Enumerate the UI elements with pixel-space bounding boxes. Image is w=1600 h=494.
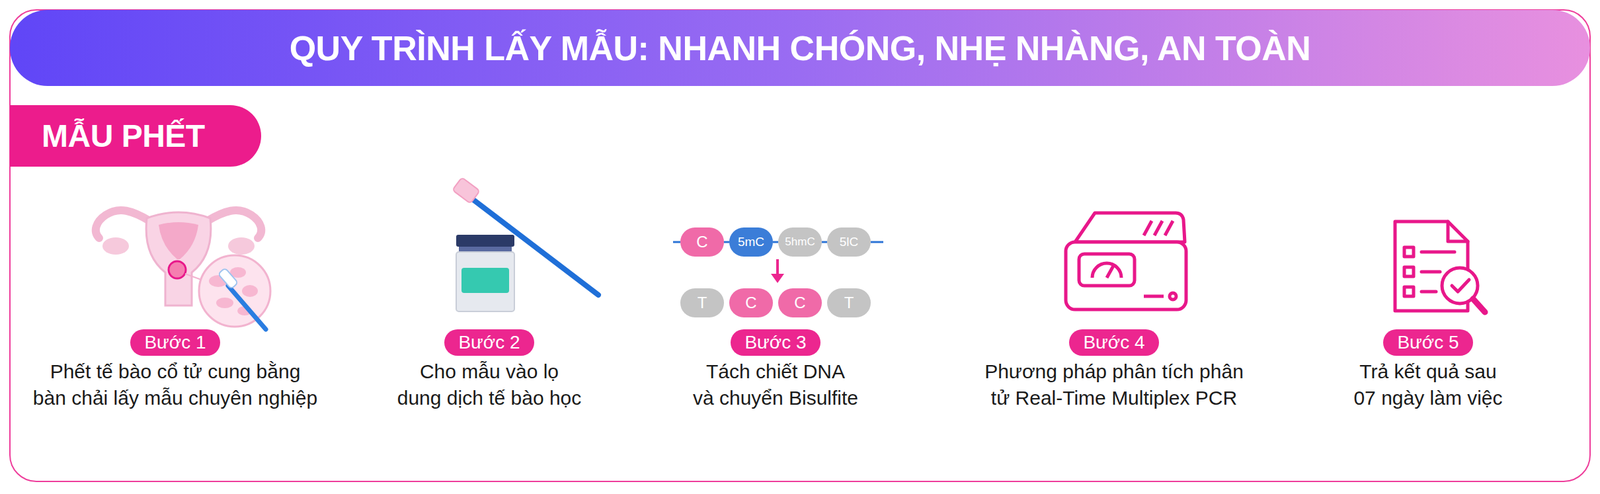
- nucleotide-pill: T: [680, 288, 724, 318]
- vial-ridge: [458, 246, 512, 252]
- dna-strand: [772, 241, 779, 244]
- gauge-needle: [1106, 265, 1114, 278]
- step-description: Phết tế bào cổ tử cung bằng bàn chải lấy…: [19, 358, 331, 412]
- nucleotide-pill: 5mC: [729, 227, 773, 257]
- checkbox: [1404, 286, 1414, 297]
- cervix-marker: [168, 261, 186, 279]
- nucleotide-pill: 5lC: [827, 227, 871, 257]
- step-description: Phương pháp phân tích phân tử Real-Time …: [965, 358, 1263, 412]
- dna-strand: [870, 241, 884, 244]
- step-label: Bước 5: [1397, 331, 1459, 354]
- vial-liquid: [461, 267, 510, 293]
- machine-button: [1169, 292, 1177, 300]
- node-label: C: [794, 293, 806, 313]
- dna-strand: [673, 241, 681, 244]
- title-text: QUY TRÌNH LẤY MẪU: NHANH CHÓNG, NHẸ NHÀN…: [9, 9, 1591, 86]
- report-icon: [1395, 221, 1485, 313]
- text-line: [1421, 290, 1437, 294]
- brush-head: [218, 267, 239, 289]
- node-label: T: [697, 293, 708, 313]
- page-fold: [1447, 221, 1468, 242]
- sample-type-tab: MẪU PHẾT: [9, 105, 262, 167]
- nucleotide-pill: C: [680, 227, 724, 257]
- sample-vial-illustration: [452, 177, 599, 312]
- panel-border: [9, 9, 1591, 482]
- machine-screen: [1079, 253, 1135, 286]
- step-pill: Bước 1Phết tế bào cổ tử cung bằng bàn ch…: [130, 329, 221, 356]
- uterus-cavity: [158, 222, 199, 260]
- vial-body: [456, 251, 515, 312]
- vent-line: [1143, 220, 1152, 236]
- text-line: [1421, 250, 1455, 254]
- cell: [216, 297, 234, 309]
- ovary: [228, 237, 255, 255]
- machine-lid: [1075, 212, 1185, 242]
- checkbox: [1404, 267, 1414, 277]
- step-label: Bước 4: [1082, 331, 1145, 354]
- step-label: Bước 3: [744, 331, 806, 354]
- node-label: C: [696, 232, 708, 252]
- step-description: Tách chiết DNA và chuyển Bisulfite: [676, 358, 875, 412]
- sampling-brush: [228, 285, 266, 330]
- nucleotide-pill: C: [729, 288, 773, 318]
- screen-gauge: [1092, 263, 1122, 278]
- step-pill: Bước 5Trả kết quả sau 07 ngày làm việc: [1383, 329, 1474, 356]
- brush-head: [452, 177, 480, 204]
- checkbox: [1404, 247, 1414, 257]
- node-label: C: [745, 293, 757, 313]
- node-label: 5hmC: [784, 235, 815, 249]
- vial-lid: [456, 234, 515, 247]
- step-description: Cho mẫu vào lọ dung dịch tế bào học: [376, 358, 602, 412]
- node-label: 5mC: [737, 234, 765, 250]
- dna-strand: [723, 241, 730, 244]
- step-pill: Bước 4Phương pháp phân tích phân tử Real…: [1069, 329, 1160, 356]
- step-pill: Bước 3Tách chiết DNA và chuyển Bisulfite: [730, 329, 821, 356]
- step-label: Bước 2: [458, 331, 520, 354]
- node-label: T: [844, 293, 855, 313]
- step-description: Trả kết quả sau 07 ngày làm việc: [1315, 358, 1541, 412]
- check-mark: [1451, 279, 1470, 292]
- fallopian-tube: [206, 210, 262, 239]
- pcr-machine-icon: [1065, 212, 1187, 310]
- conversion-arrow-head: [770, 273, 785, 283]
- uterus-illustration: [95, 210, 271, 330]
- node-label: 5lC: [839, 234, 859, 250]
- magnifier-handle: [1473, 298, 1485, 313]
- fallopian-tube: [95, 210, 151, 239]
- step-pill: Bước 2Cho mẫu vào lọ dung dịch tế bào họ…: [444, 329, 535, 356]
- title-bar: [9, 9, 1591, 86]
- step-label: Bước 1: [144, 331, 206, 354]
- nucleotide-pill: T: [827, 288, 871, 318]
- dna-strand: [821, 241, 828, 244]
- vent-line: [1154, 220, 1163, 236]
- machine-slot: [1143, 294, 1164, 299]
- node-label: MẪU PHẾT: [41, 117, 205, 155]
- ovary: [102, 237, 129, 255]
- vent-line: [1164, 220, 1173, 236]
- nucleotide-pill: C: [778, 288, 822, 318]
- cell: [241, 284, 258, 297]
- text-line: [1421, 270, 1440, 274]
- nucleotide-pill: 5hmC: [778, 227, 822, 257]
- machine-body: [1065, 241, 1187, 310]
